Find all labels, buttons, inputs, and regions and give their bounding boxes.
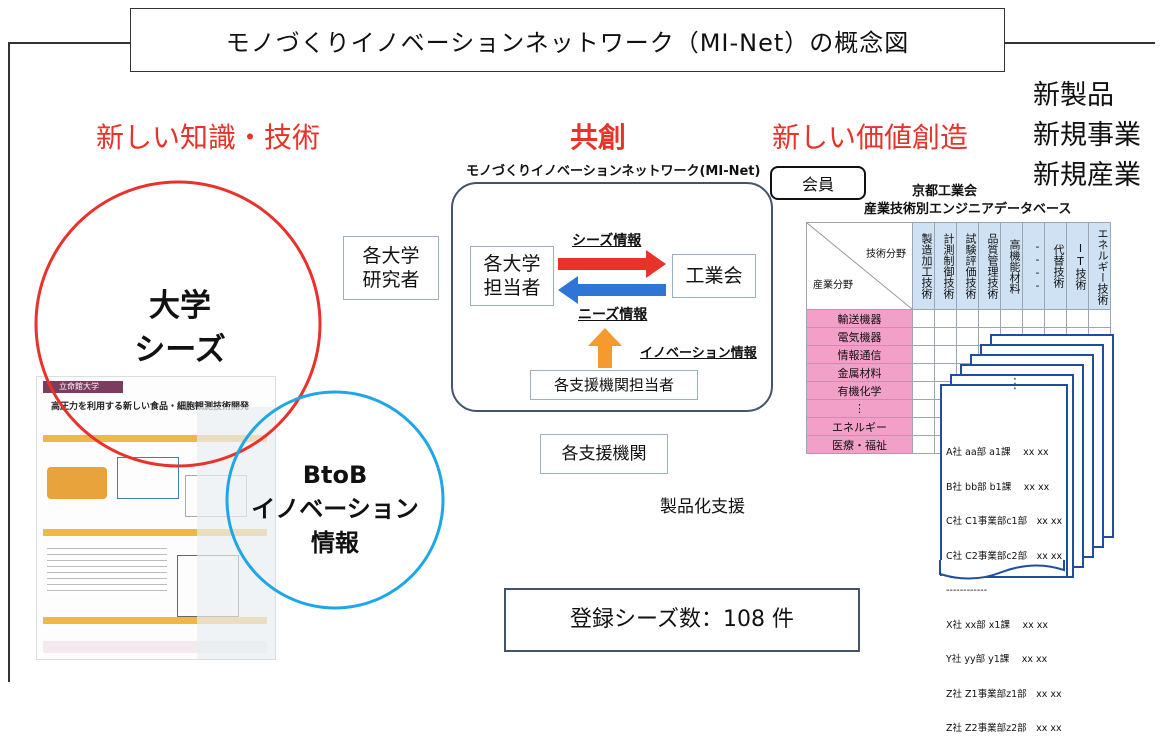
support-organizations-box: 各支援機関 [540, 434, 668, 474]
univ-staff-line: 各大学 [483, 253, 541, 275]
industry-cell: ⋮ [806, 399, 913, 418]
tech-field-header: 試験評価技術 [956, 222, 979, 310]
innovation-arrow [588, 328, 622, 368]
tech-field-header: 品質管理技術 [978, 222, 1001, 310]
industry-cell: 有機化学 [806, 381, 913, 400]
outcome-item: 新規産業 [1033, 160, 1141, 191]
record-line: Y社 yy部 y1課 xx xx [946, 654, 1048, 665]
heading-new-value: 新しい価値創造 [772, 121, 969, 154]
industry-cell: 輸送機器 [806, 309, 913, 328]
database-org: 京都工業会 [912, 184, 978, 199]
industry-cell: 情報通信 [806, 345, 913, 364]
network-title: モノづくりイノベーションネットワーク(MI-Net) [466, 164, 761, 179]
table-corner-cell: 技術分野 産業分野 [806, 222, 913, 310]
record-line: ------------ [946, 585, 988, 596]
industry-association-box: 工業会 [672, 254, 756, 298]
record-ellipsis: ⋮ [1008, 376, 1022, 392]
tech-field-header: 代替技術 [1044, 222, 1067, 310]
support-staff-box: 各支援機関担当者 [530, 370, 698, 400]
record-line: C社 C2事業部c2部 xx xx [946, 550, 1063, 562]
label-innovation: イノベーション [251, 495, 419, 523]
frame-line-right-top [1003, 42, 1155, 44]
label-btob: BtoB [302, 461, 368, 489]
diagram-title: モノづくりイノベーションネットワーク（MI-Net）の概念図 [130, 8, 1005, 72]
circles-layer [34, 180, 445, 610]
seeds-info-label: シーズ情報 [572, 233, 642, 249]
productization-support-label: 製品化支援 [660, 497, 745, 517]
university-seeds-label: 大学 シーズ [120, 284, 240, 372]
record-line: X社 xx部 x1課 xx xx [946, 619, 1048, 631]
tech-field-header: IT技術 [1066, 222, 1089, 310]
database-records: A社 aa部 a1課 xx xx B社 bb部 b1課 xx xx C社 C1事… [946, 424, 1062, 746]
corner-top-label: 技術分野 [866, 249, 906, 260]
industry-cell: 金属材料 [806, 363, 913, 382]
outcomes-list: 新製品 新規事業 新規産業 [1033, 76, 1141, 196]
frame-line-left [8, 42, 10, 682]
tech-field-header: 計測制御技術 [934, 222, 957, 310]
univ-staff-line: 担当者 [483, 277, 541, 299]
heading-new-knowledge: 新しい知識・技術 [96, 121, 321, 154]
record-line: A社 aa部 a1課 xx xx [946, 447, 1049, 458]
needs-arrow [558, 276, 666, 304]
member-badge: 会員 [770, 166, 866, 200]
university-staff-box: 各大学 担当者 [470, 246, 554, 306]
registered-seeds-count-box: 登録シーズ数：108 件 [504, 588, 860, 652]
poster-section-bar [43, 617, 267, 624]
tech-field-header: エネルギー技術 [1088, 222, 1111, 310]
tech-field-header: ---- [1022, 222, 1045, 310]
btob-label: BtoB イノベーション 情報 [250, 458, 420, 560]
record-line: C社 C1事業部c1部 xx xx [946, 516, 1063, 527]
poster-header-bar [43, 381, 123, 393]
poster-section-bar [43, 529, 267, 536]
table-header-row: 技術分野 産業分野 製造加工技術 計測制御技術 試験評価技術 品質管理技術 高機… [806, 222, 1111, 310]
industry-cell: エネルギー [806, 417, 913, 436]
record-line: B社 bb部 b1課 xx xx [946, 481, 1050, 493]
poster-title: 高圧力を利用する新しい食品・細胞観測技術開発 [51, 402, 250, 412]
label-seeds: シーズ [134, 332, 226, 368]
record-line: Z社 Z2事業部z2部 xx xx [946, 723, 1062, 734]
poster-flow-box [117, 457, 179, 499]
innovation-info-label: イノベーション情報 [640, 346, 757, 361]
frame-line-left-top [8, 42, 130, 44]
poster-text-lines [47, 543, 167, 593]
outcome-item: 新規事業 [1033, 120, 1141, 151]
seeds-arrow [558, 250, 666, 278]
poster-side-image [197, 407, 275, 659]
university-seeds-circle [34, 180, 322, 468]
industry-cell: 電気機器 [806, 327, 913, 346]
researcher-line: 各大学 [362, 245, 420, 267]
record-line: Z社 Z1事業部z1部 xx xx [946, 688, 1062, 700]
poster-section-bar [43, 435, 267, 442]
poster-university: 立命館大学 [59, 382, 99, 391]
researcher-line: 研究者 [362, 269, 420, 291]
tech-field-header: 高機能材料 [1000, 222, 1023, 310]
university-researchers-box: 各大学 研究者 [343, 236, 439, 300]
database-title: 産業技術別エンジニアデータベース [864, 202, 1072, 217]
poster-food-image [47, 467, 107, 499]
database-record-sheet [940, 384, 1068, 576]
table-row: 輸送機器 [806, 309, 1111, 328]
label-info: 情報 [311, 529, 359, 557]
industry-cell: 医療・福祉 [806, 435, 913, 454]
record-sheet-wave [939, 560, 1065, 580]
btob-innovation-circle [225, 390, 445, 610]
tech-field-header: 製造加工技術 [912, 222, 935, 310]
needs-info-label: ニーズ情報 [578, 307, 648, 323]
heading-co-creation: 共創 [570, 121, 627, 154]
corner-bottom-label: 産業分野 [813, 280, 853, 291]
outcome-item: 新製品 [1033, 80, 1114, 111]
label-university: 大学 [149, 288, 211, 324]
